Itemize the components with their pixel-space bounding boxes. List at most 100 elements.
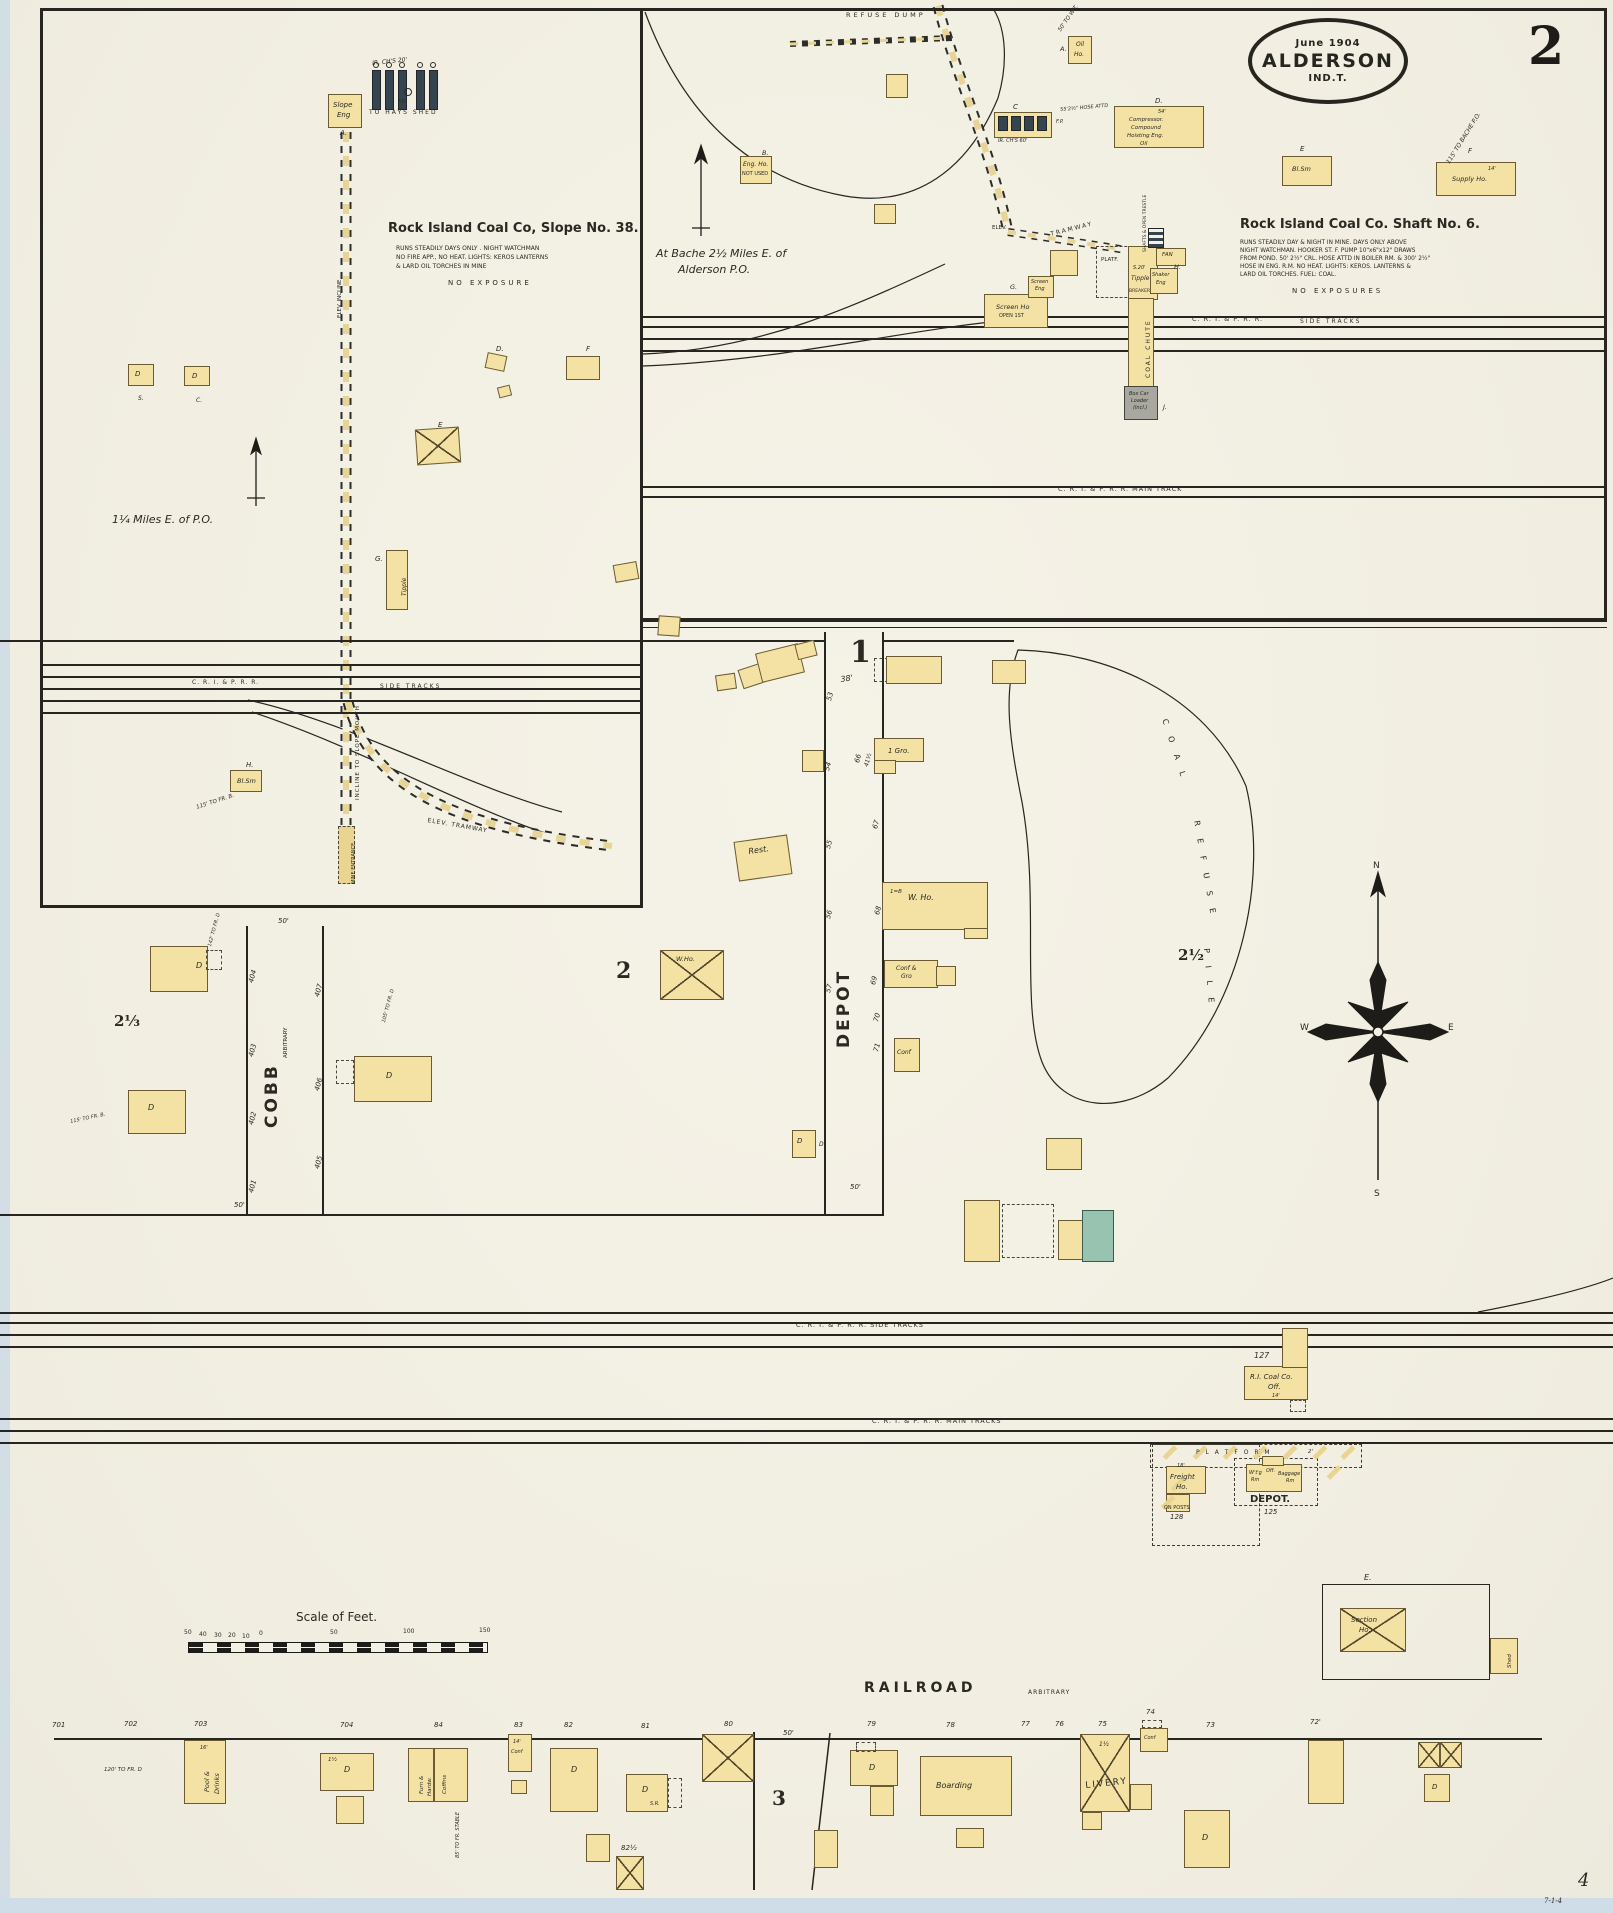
north-arrow-shaft-inset <box>692 143 710 236</box>
building <box>429 70 438 110</box>
shaft-6-exposure: NO EXPOSURES <box>1292 287 1384 295</box>
building <box>496 384 513 399</box>
confectionery <box>894 1038 920 1072</box>
dwelling-82 <box>550 1748 598 1812</box>
slope-eng-house <box>328 94 362 128</box>
map-line <box>43 712 640 714</box>
map-label: 50 <box>184 1629 192 1636</box>
map-label: H. <box>1174 263 1181 271</box>
mine-entrance-label: MINE ENTRANCE <box>351 842 357 884</box>
map-label: 69 <box>869 975 880 986</box>
map-label: S.20' <box>1133 265 1146 271</box>
slope-38-exposure: NO EXPOSURE <box>448 279 532 287</box>
warehouse <box>882 882 988 930</box>
ri-coal-office <box>1244 1366 1308 1400</box>
shaft-main-track-label: C. R. I. & P. R. R. MAIN TRACK <box>1058 485 1183 493</box>
map-line <box>643 326 1607 328</box>
building <box>874 760 896 774</box>
building <box>1440 1742 1462 1768</box>
map-label: 14' <box>1488 166 1496 172</box>
map-label: C <box>1013 103 1018 111</box>
map-label: 53 <box>825 691 836 702</box>
map-label: Shaker <box>1152 272 1170 278</box>
map-label: 54' <box>1158 109 1166 115</box>
map-label: Shed <box>1507 1654 1513 1668</box>
map-line <box>0 1418 1613 1420</box>
map-label: Oil <box>1076 41 1085 48</box>
dwelling-81 <box>626 1774 668 1812</box>
map-line <box>0 1312 1613 1314</box>
building <box>414 426 462 466</box>
map-label: PLATF. <box>1101 257 1119 263</box>
map-label: 30 <box>214 1632 222 1639</box>
map-label: Screen <box>1031 279 1049 285</box>
map-label: 38' <box>839 673 854 684</box>
map-line <box>640 10 643 908</box>
map-label: Loader <box>1131 398 1149 404</box>
map-label: 40 <box>199 1631 207 1638</box>
map-label: Conf <box>1144 1735 1156 1741</box>
elev-tramway-label: ELEV. TRAMWAY <box>426 817 489 835</box>
map-label: 702 <box>124 1720 138 1728</box>
refuse-dump-tram <box>789 36 953 46</box>
map-label: 57 <box>824 983 835 994</box>
restaurant <box>733 834 793 882</box>
map-label: IR. CH'S 60' <box>998 138 1028 144</box>
scan-edge-left <box>0 0 10 1913</box>
map-label: 115' TO FR. B. <box>69 1111 106 1125</box>
map-label: 81 <box>641 1722 650 1730</box>
lumber-yard <box>1002 1204 1054 1258</box>
supply-house-shaft <box>1436 162 1516 196</box>
map-label: D <box>386 1071 393 1080</box>
map-label: 1½ <box>328 1757 337 1763</box>
shaft-6-title: Rock Island Coal Co. Shaft No. 6. <box>1240 217 1480 232</box>
building <box>128 364 154 386</box>
map-label: D. <box>496 345 504 353</box>
map-label: 74 <box>1146 1708 1155 1716</box>
map-label: D. <box>1155 97 1163 105</box>
livery <box>1080 1734 1130 1812</box>
map-label: Box Car <box>1129 391 1149 397</box>
map-label: 50' <box>850 1183 861 1191</box>
map-label: ARBITRARY <box>1028 1689 1071 1696</box>
map-label: Eng <box>1035 286 1045 292</box>
map-label: Baggage <box>1278 1471 1301 1477</box>
map-label: NOT USED <box>742 171 769 177</box>
building <box>417 62 423 68</box>
map-label: C. <box>196 397 203 404</box>
refuse-dump-label: REFUSE DUMP <box>846 11 926 19</box>
map-label: G. <box>1010 283 1018 291</box>
map-label: 402 <box>247 1110 259 1126</box>
map-label: 67 <box>871 819 882 830</box>
map-label: 142' TO FR. D <box>207 912 222 948</box>
map-line <box>824 632 826 1216</box>
store-72 <box>1308 1740 1344 1804</box>
map-line <box>0 1346 1613 1348</box>
map-label: Gro <box>901 973 912 980</box>
building <box>936 966 956 986</box>
map-label: Compound <box>1131 125 1161 131</box>
building <box>511 1780 527 1794</box>
building <box>1130 1784 1152 1810</box>
shaft-6-note-2: NIGHT WATCHMAN. HOOKER ST. F. PUMP 10"x6… <box>1240 248 1416 254</box>
screen-house <box>984 294 1048 328</box>
corner-note: 7-1-4 <box>1544 1897 1563 1905</box>
map-line <box>0 640 826 642</box>
map-label: 55 <box>824 839 835 850</box>
map-label: 66 <box>853 753 864 764</box>
building <box>566 356 600 380</box>
building <box>657 615 681 637</box>
barn-80 <box>702 1734 754 1782</box>
map-label: Eng. Ho. <box>743 161 769 168</box>
scale-bar <box>188 1642 488 1653</box>
building <box>802 750 824 772</box>
map-label: F <box>586 345 591 353</box>
map-line <box>40 8 1607 11</box>
map-label: W't'g <box>1249 1470 1262 1476</box>
map-path <box>789 35 953 47</box>
map-label: ELEV. <box>992 225 1007 231</box>
map-label: TRAMWAY <box>1049 220 1094 238</box>
map-line <box>643 486 1607 488</box>
boarding-house-label: Boarding <box>936 1781 973 1790</box>
map-label: 55'2½" HOSE ATTD <box>1059 102 1109 113</box>
